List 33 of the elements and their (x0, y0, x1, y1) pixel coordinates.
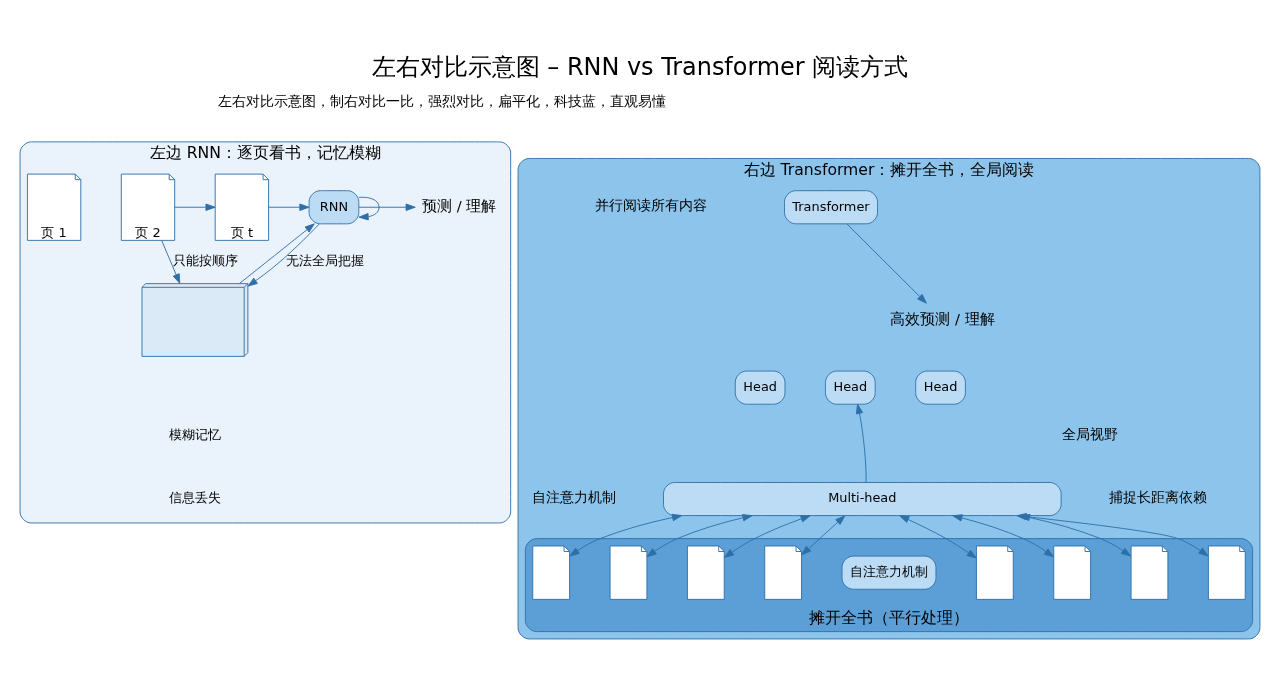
node-text: 高效预测 / 理解 (890, 309, 995, 327)
label: 全局视野 (1061, 425, 1118, 442)
legend-label: 模糊记忆 (168, 426, 221, 442)
edge-label: 只能按顺序 (173, 253, 239, 269)
arrow (238, 223, 315, 285)
label: 自注意力机制 (532, 489, 617, 506)
label: 左右对比示意图，制右对比一比，强烈对比，扁平化，科技蓝，直观易懂 (217, 92, 666, 109)
arrow (174, 203, 216, 211)
node-text: 预测 / 理解 (421, 196, 497, 214)
arrow (899, 515, 977, 559)
label: 并行阅读所有内容 (594, 197, 707, 214)
diagram-title: 左右对比示意图 – RNN vs Transformer 阅读方式 (371, 52, 909, 81)
node-box: Transformer (784, 190, 878, 225)
node-box: Head (734, 370, 786, 405)
arrow (723, 515, 811, 558)
label: 捕捉长距离依赖 (1108, 489, 1207, 506)
node-box: RNN (308, 190, 360, 225)
arrow (161, 240, 181, 284)
arrow (801, 515, 846, 556)
arrow (247, 223, 320, 287)
node-box: Multi-head (663, 482, 1062, 517)
edge-label: 无法全局把握 (285, 253, 364, 269)
arrow (855, 403, 867, 483)
arrow (358, 203, 416, 211)
arrow (569, 513, 683, 557)
arrow (268, 203, 310, 211)
arrow (646, 514, 753, 558)
arrow (846, 223, 927, 304)
node-box: Head (825, 370, 876, 405)
node-box: Head (915, 370, 966, 405)
legend-label: 信息丢失 (168, 490, 221, 506)
arrow (358, 196, 380, 221)
node-box: 自注意力机制 (841, 555, 937, 590)
